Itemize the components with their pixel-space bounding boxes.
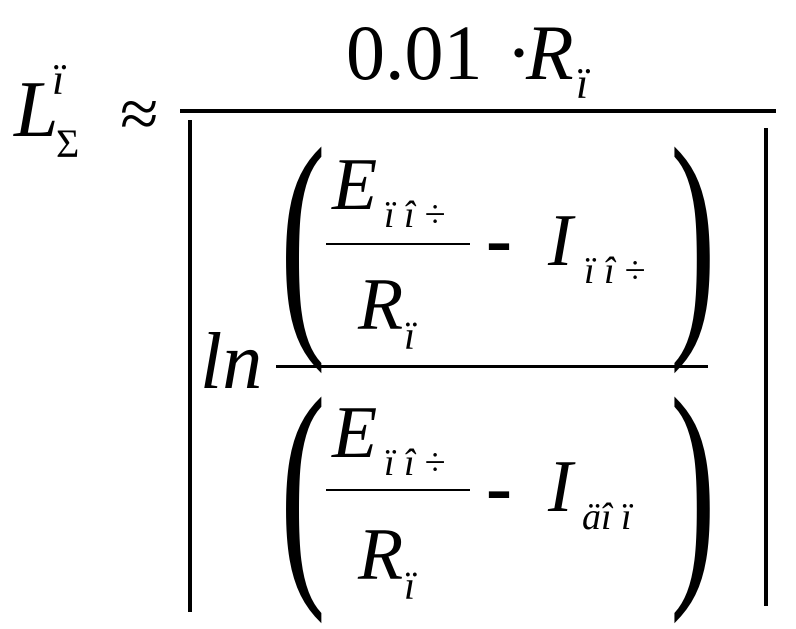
- lower-frac-numerator-subscript: ï î ÷: [384, 442, 445, 484]
- abs-bar-left: [188, 120, 192, 612]
- approx-sign: ≈: [120, 76, 159, 153]
- upper-frac-denominator-subscript: ï: [404, 313, 416, 358]
- numerator-symbol: R: [526, 9, 574, 96]
- lower-right-paren: ): [670, 348, 716, 625]
- lower-left-paren: (: [280, 348, 326, 625]
- lhs-superscript: ï: [52, 55, 65, 104]
- upper-frac-bar: [326, 243, 470, 245]
- upper-minus-sign: -: [486, 195, 512, 282]
- upper-frac-numerator-subscript: ï î ÷: [384, 194, 445, 236]
- lower-frac-denominator-symbol: R: [358, 514, 404, 596]
- upper-left-paren: (: [280, 98, 326, 375]
- upper-frac-denominator-symbol: R: [358, 264, 404, 346]
- upper-current-symbol: I: [548, 200, 573, 282]
- lower-frac-denominator-subscript: ï: [404, 563, 416, 608]
- lower-minus-sign: -: [486, 443, 512, 530]
- upper-frac-numerator-symbol: E: [332, 144, 378, 226]
- numerator-dot: ·: [506, 9, 532, 96]
- log-fraction-bar: [276, 365, 708, 368]
- upper-right-paren: ): [670, 98, 716, 375]
- lhs-symbol: L: [14, 66, 59, 154]
- ln-function: ln: [200, 318, 263, 406]
- lower-frac-bar: [326, 489, 470, 491]
- numerator-coefficient: 0.01: [346, 9, 483, 96]
- lower-frac-numerator-symbol: E: [332, 392, 378, 474]
- abs-bar-right: [764, 128, 768, 606]
- main-fraction-bar: [180, 109, 776, 113]
- lower-current-subscript: äî ï: [582, 496, 632, 538]
- upper-current-subscript: ï î ÷: [584, 250, 645, 292]
- numerator-subscript: ï: [576, 59, 589, 108]
- lower-current-symbol: I: [548, 446, 573, 528]
- lhs-subscript: Σ: [56, 121, 80, 166]
